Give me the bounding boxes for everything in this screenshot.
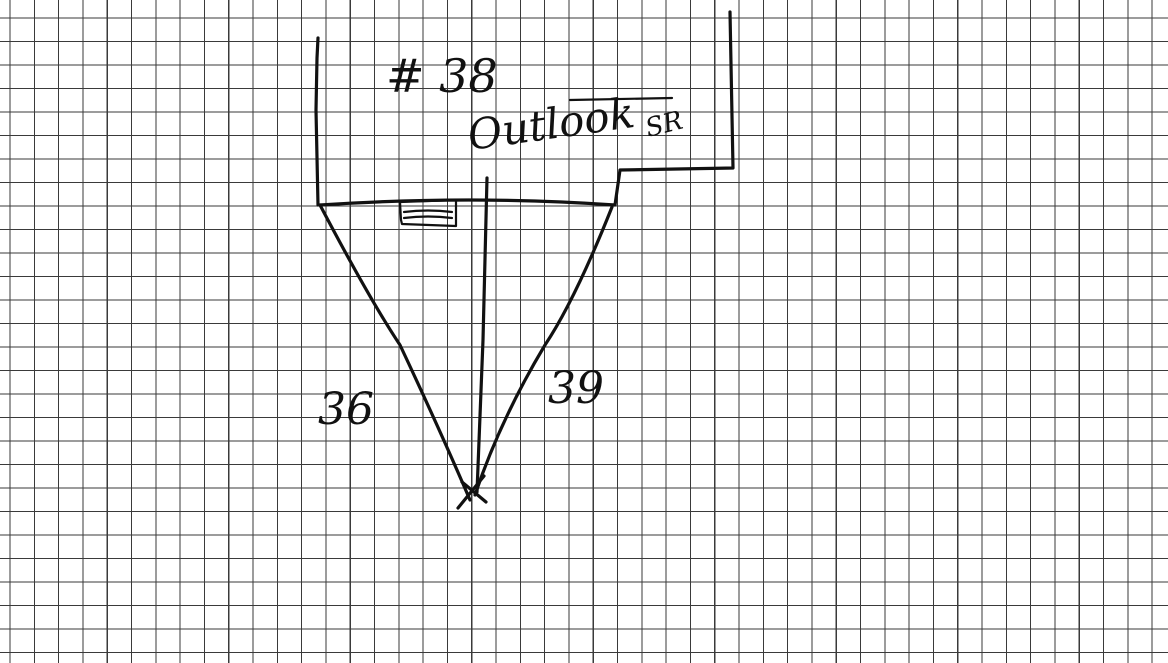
building-outline (314, 10, 735, 207)
left-distance-label: 36 (318, 384, 374, 435)
x-mark-icon (456, 474, 488, 510)
right-distance-label: 39 (548, 363, 604, 414)
site-number-label: # 38 (386, 49, 498, 103)
center-measure-line (475, 176, 489, 494)
site-name-underline (568, 96, 674, 102)
left-measure-line (318, 203, 472, 502)
doorway-icon (398, 198, 458, 228)
right-measure-line (473, 205, 614, 497)
